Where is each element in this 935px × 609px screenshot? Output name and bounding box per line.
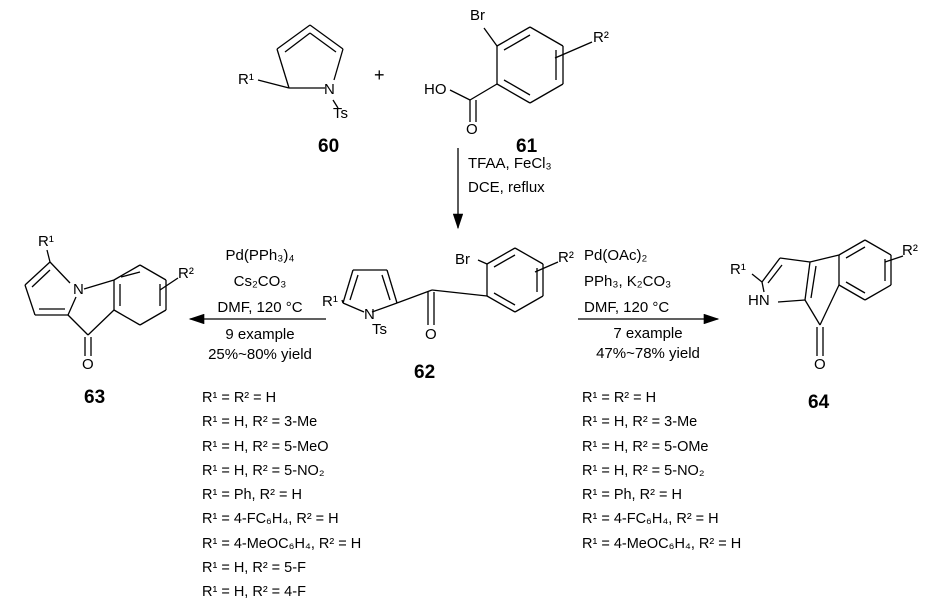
list-item: R¹ = H, R² = 5-F: [202, 560, 306, 577]
right-step-line3: DMF, 120 °C: [584, 299, 670, 316]
list-item: R¹ = R² = H: [582, 390, 657, 406]
c62-ts: Ts: [372, 321, 387, 338]
right-substituent-list: R¹ = R² = H R¹ = H, R² = 3-Me R¹ = H, R²…: [582, 386, 741, 556]
left-step-line4: 9 example: [225, 326, 295, 343]
c64-hn: HN: [748, 292, 770, 309]
list-item: R¹ = 4-MeOC₆H₄, R² = H: [202, 535, 362, 552]
c62-o: O: [425, 326, 437, 343]
c64-r1: R¹: [730, 261, 746, 278]
c60-r1: R¹: [238, 71, 254, 88]
c62-r2: R²: [558, 249, 574, 266]
right-step-conditions: Pd(OAc)₂ PPh₃, K₂CO₃ DMF, 120 °C: [584, 243, 671, 321]
compound-63-structure: [24, 249, 179, 356]
c60-ts: Ts: [333, 105, 348, 122]
left-substituent-list: R¹ = R² = H R¹ = H, R² = 3-Me R¹ = H, R²…: [202, 386, 361, 605]
c61-r2: R²: [593, 29, 609, 46]
c62-br: Br: [455, 251, 470, 268]
left-step-line2: Cs₂CO₃: [233, 273, 287, 290]
left-step-line5: 25%~80% yield: [208, 346, 312, 363]
left-step-conditions: Pd(PPh₃)₄ Cs₂CO₃ DMF, 120 °C 9 example 2…: [190, 243, 330, 365]
plus-sign: +: [374, 65, 385, 85]
list-item: R¹ = R² = H: [202, 390, 277, 406]
list-item: R¹ = 4-MeOC₆H₄, R² = H: [582, 535, 742, 552]
list-item: R¹ = 4-FC₆H₄, R² = H: [582, 511, 719, 528]
left-step-line1: Pd(PPh₃)₄: [225, 247, 295, 264]
c64-r2: R²: [902, 242, 918, 259]
c63-r1: R¹: [38, 233, 54, 250]
compound-label-62: 62: [414, 362, 436, 383]
left-step-line3: DMF, 120 °C: [217, 299, 303, 316]
list-item: R¹ = H, R² = 5-NO₂: [202, 462, 325, 479]
step1-line1: TFAA, FeCl₃: [468, 155, 552, 172]
right-step-line1: Pd(OAc)₂: [584, 247, 648, 264]
c63-r2: R²: [178, 265, 194, 282]
list-item: R¹ = H, R² = 4-F: [202, 584, 306, 601]
c60-n: N: [324, 81, 335, 98]
c63-n: N: [73, 281, 84, 298]
list-item: R¹ = H, R² = 5-OMe: [582, 438, 709, 455]
list-item: R¹ = H, R² = 5-MeO: [202, 438, 329, 455]
compound-62-structure: [341, 247, 559, 325]
list-item: R¹ = Ph, R² = H: [202, 487, 302, 504]
compound-61-structure: [449, 26, 593, 122]
list-item: R¹ = 4-FC₆H₄, R² = H: [202, 511, 339, 528]
c62-r1: R¹: [322, 293, 338, 310]
step1-line2: DCE, reflux: [468, 179, 545, 196]
compound-label-64: 64: [808, 392, 830, 413]
right-step-line2: PPh₃, K₂CO₃: [584, 273, 672, 290]
right-step-yield: 7 example 47%~78% yield: [578, 324, 718, 364]
c61-br: Br: [470, 7, 485, 24]
c61-o: O: [466, 121, 478, 138]
list-item: R¹ = H, R² = 3-Me: [202, 414, 318, 431]
step1-conditions: TFAA, FeCl₃ DCE, reflux: [468, 152, 552, 200]
compound-64-structure: [751, 239, 904, 356]
list-item: R¹ = Ph, R² = H: [582, 487, 682, 504]
c64-o: O: [814, 356, 826, 373]
right-step-line5: 47%~78% yield: [596, 345, 700, 362]
compound-label-60: 60: [318, 136, 340, 157]
compound-label-61: 61: [516, 136, 538, 157]
list-item: R¹ = H, R² = 5-NO₂: [582, 462, 705, 479]
right-step-line4: 7 example: [613, 325, 683, 342]
c61-ho: HO: [424, 81, 447, 98]
compound-label-63: 63: [84, 387, 106, 408]
c63-o: O: [82, 356, 94, 373]
c62-n: N: [364, 306, 375, 323]
compound-60-structure: [257, 24, 344, 109]
list-item: R¹ = H, R² = 3-Me: [582, 414, 698, 431]
